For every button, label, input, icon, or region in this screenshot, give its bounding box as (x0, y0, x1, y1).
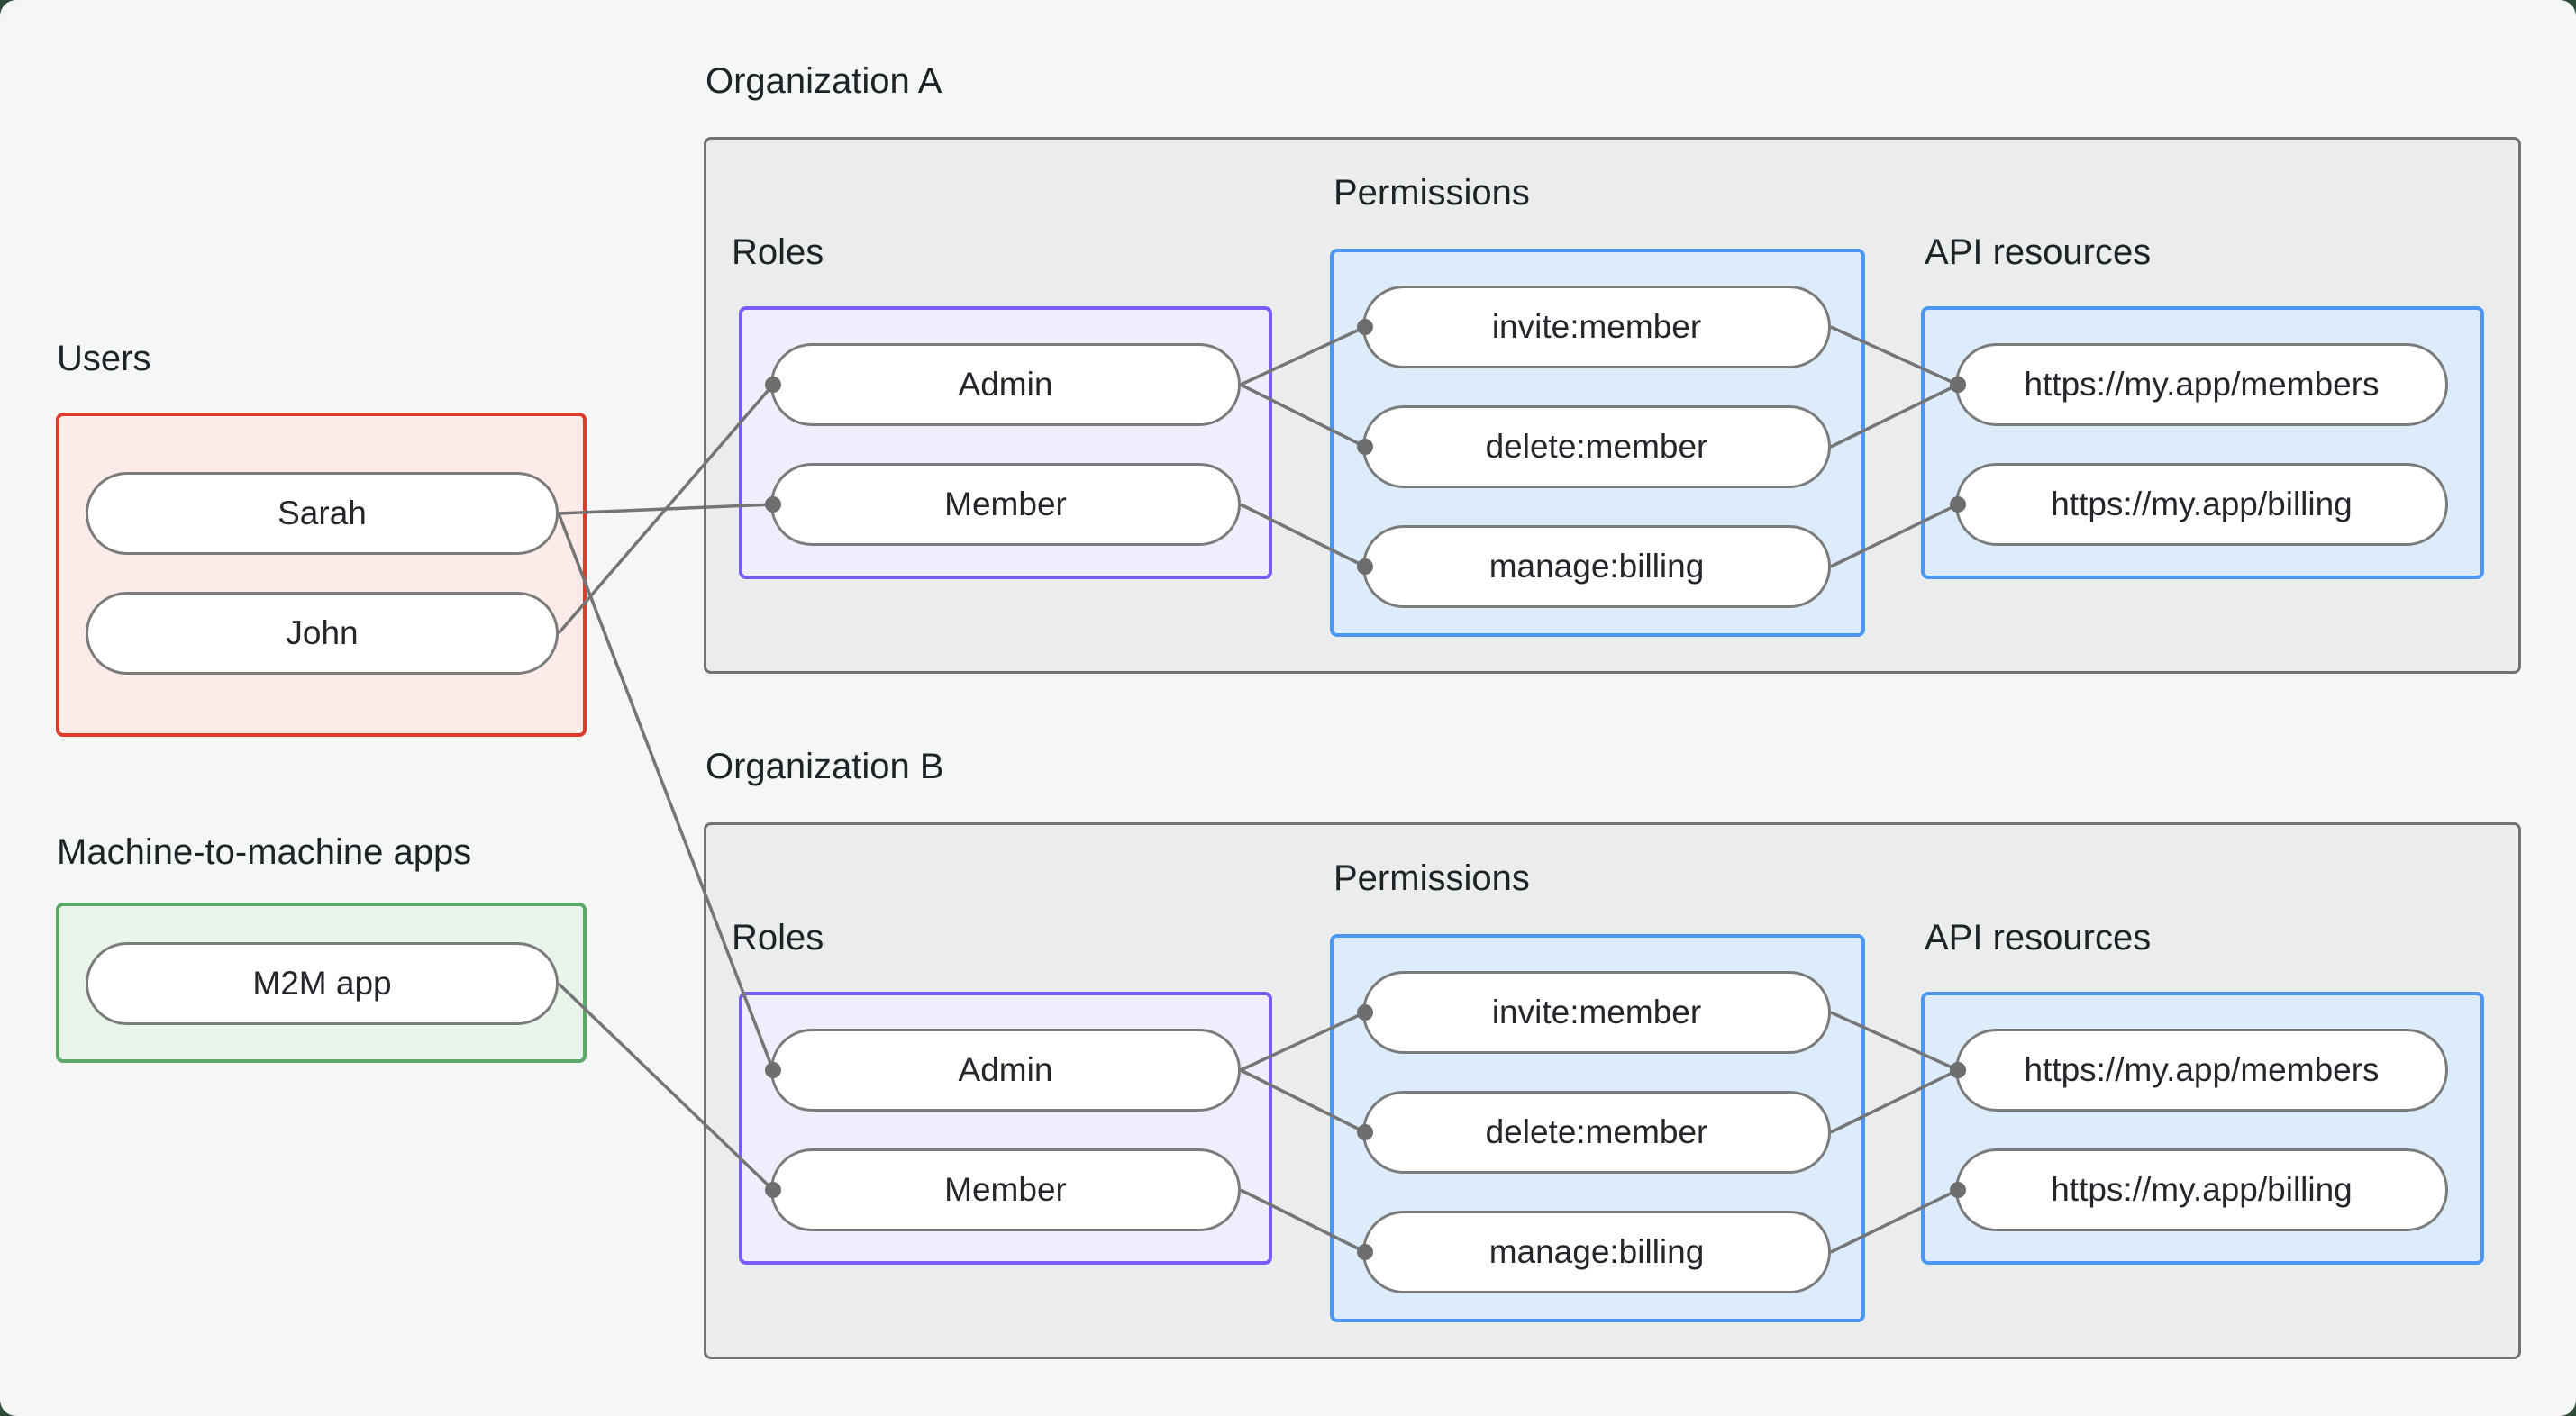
org-b-api-billing-url: https://my.app/billing (1955, 1148, 2448, 1231)
org-a-permissions-title: Permissions (1334, 173, 1530, 213)
org-a-api-members-url: https://my.app/members (1955, 343, 2448, 426)
org-a-role-admin: Admin (770, 343, 1241, 426)
org-b-title: Organization B (705, 747, 944, 786)
user-node-sarah: Sarah (86, 472, 559, 555)
org-a-permission-delete-member: delete:member (1362, 405, 1831, 488)
org-b-permission-delete-member: delete:member (1362, 1091, 1831, 1174)
org-a-api-resources-title: API resources (1925, 232, 2152, 272)
org-b-permission-manage-billing: manage:billing (1362, 1211, 1831, 1293)
org-a-permission-manage-billing: manage:billing (1362, 525, 1831, 608)
org-b-roles-title: Roles (732, 918, 824, 958)
users-section-title: Users (57, 339, 151, 378)
users-group-box (56, 413, 587, 737)
org-a-role-member: Member (770, 463, 1241, 546)
org-a-api-billing-url: https://my.app/billing (1955, 463, 2448, 546)
org-b-permission-invite-member: invite:member (1362, 971, 1831, 1054)
user-node-john: John (86, 592, 559, 675)
m2m-app-node: M2M app (86, 942, 559, 1025)
org-b-api-resources-title: API resources (1925, 918, 2152, 958)
org-b-api-members-url: https://my.app/members (1955, 1029, 2448, 1112)
org-b-role-admin: Admin (770, 1029, 1241, 1112)
org-b-role-member: Member (770, 1148, 1241, 1231)
org-b-permissions-title: Permissions (1334, 858, 1530, 898)
org-a-permission-invite-member: invite:member (1362, 286, 1831, 368)
org-a-title: Organization A (705, 61, 942, 101)
m2m-section-title: Machine-to-machine apps (57, 832, 472, 872)
org-a-roles-title: Roles (732, 232, 824, 272)
